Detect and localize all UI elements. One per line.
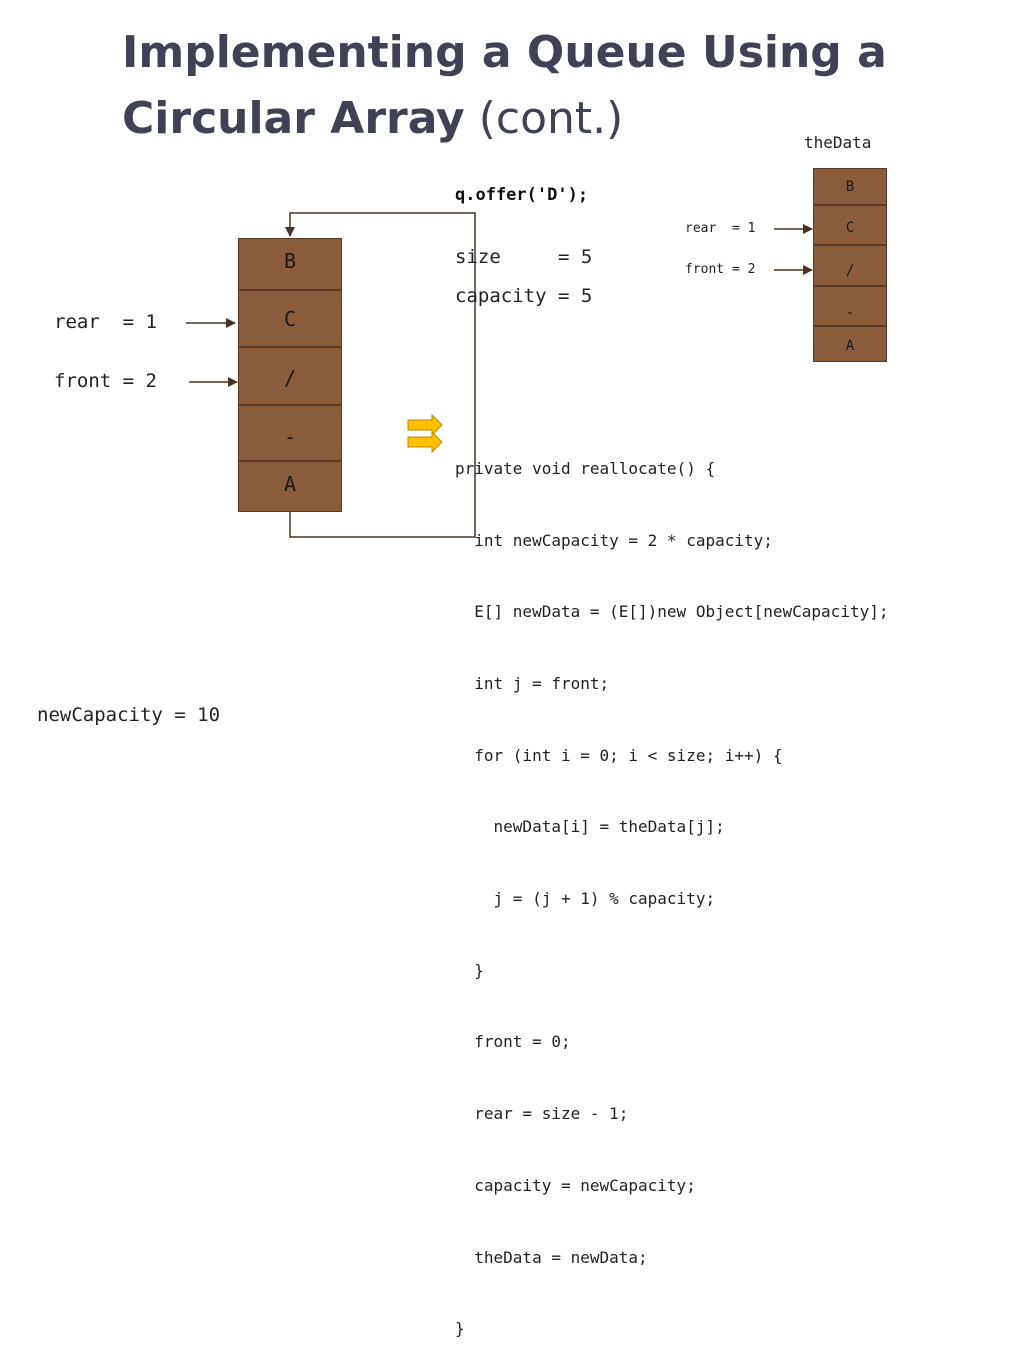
code-line: int newCapacity = 2 * capacity; — [455, 530, 773, 550]
array-cell: A — [238, 461, 342, 512]
code-line: int j = front; — [455, 673, 610, 693]
code-line: rear = size - 1; — [455, 1104, 629, 1124]
array-cell: C — [238, 290, 342, 347]
slide-title-main: Implementing a Queue Using a Circular Ar… — [122, 27, 887, 144]
array-cell: A — [813, 326, 887, 362]
code-line: newData[i] = theData[j]; — [455, 817, 725, 837]
code-line: capacity = newCapacity; — [455, 1175, 696, 1195]
capacity-value: capacity = 5 — [455, 285, 593, 307]
array-cell: B — [813, 168, 887, 205]
code-line: } — [455, 960, 484, 980]
code-line: theData = newData; — [455, 1247, 648, 1267]
array-cell: - — [813, 286, 887, 326]
array-cell: B — [238, 238, 342, 290]
big-rear-label: rear = 1 — [54, 311, 157, 333]
size-value: size = 5 — [455, 246, 593, 268]
code-line: front = 0; — [455, 1032, 571, 1052]
big-front-label: front = 2 — [54, 370, 157, 392]
slide-title-suffix: (cont.) — [478, 93, 624, 144]
code-line: j = (j + 1) % capacity; — [455, 889, 716, 909]
array-cell: / — [813, 245, 887, 286]
small-rear-label: rear = 1 — [685, 221, 756, 236]
small-array-name: theData — [804, 133, 872, 152]
array-cell: C — [813, 205, 887, 245]
code-line: private void reallocate() { — [455, 458, 716, 478]
slide-title: Implementing a Queue Using a Circular Ar… — [122, 20, 942, 152]
execution-pointer-icon — [407, 413, 443, 454]
method-call: q.offer('D'); — [455, 185, 589, 205]
array-cell: / — [238, 347, 342, 405]
code-line: for (int i = 0; i < size; i++) { — [455, 745, 783, 765]
reallocate-code: private void reallocate() { int newCapac… — [455, 409, 888, 1365]
array-cell: - — [238, 405, 342, 461]
code-line: } — [455, 1319, 465, 1339]
wraparound-connector — [285, 212, 476, 538]
code-line: E[] newData = (E[])new Object[newCapacit… — [455, 602, 889, 622]
new-capacity-value: newCapacity = 10 — [37, 704, 221, 726]
small-front-label: front = 2 — [685, 262, 756, 277]
diagram-connectors — [186, 212, 813, 538]
